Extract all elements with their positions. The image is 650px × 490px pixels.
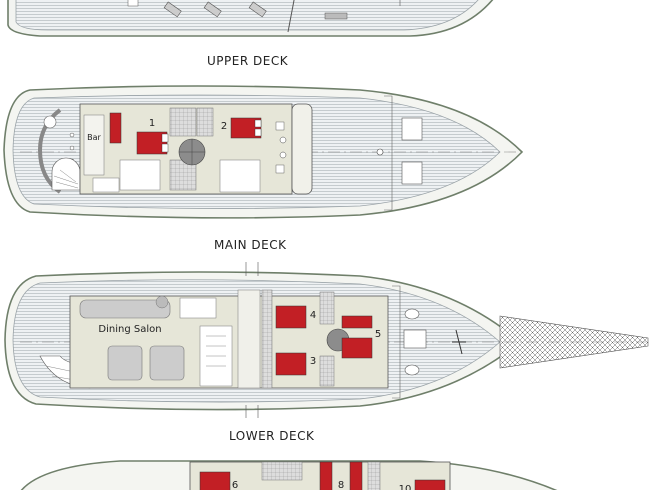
lower-deck-plan: Dining Salon 4 5 3 <box>4 262 649 418</box>
dining-salon-label: Dining Salon <box>98 324 161 335</box>
bottom-deck-plan: 6 8 10 <box>20 460 558 490</box>
lower-cabin-3-label: 3 <box>310 356 316 367</box>
lower-cabin-5-label: 5 <box>375 329 381 340</box>
upper-deck-plan <box>7 0 494 37</box>
main-cabin-1-label: 1 <box>149 118 155 129</box>
bottom-cabin-8-label: 8 <box>338 480 344 490</box>
lower-cabin-4-label: 4 <box>310 310 316 321</box>
bottom-cabin-6-label: 6 <box>232 480 238 490</box>
lower-deck-title: LOWER DECK <box>229 429 315 443</box>
main-deck-plan: 1 2 Bar <box>3 85 524 219</box>
main-cabin-2-label: 2 <box>221 121 227 132</box>
upper-deck-title: UPPER DECK <box>207 54 289 68</box>
sunbed <box>163 1 267 18</box>
bar-label: Bar <box>87 133 101 142</box>
bottom-cabin-10-label: 10 <box>399 484 412 490</box>
main-deck-title: MAIN DECK <box>214 238 287 252</box>
